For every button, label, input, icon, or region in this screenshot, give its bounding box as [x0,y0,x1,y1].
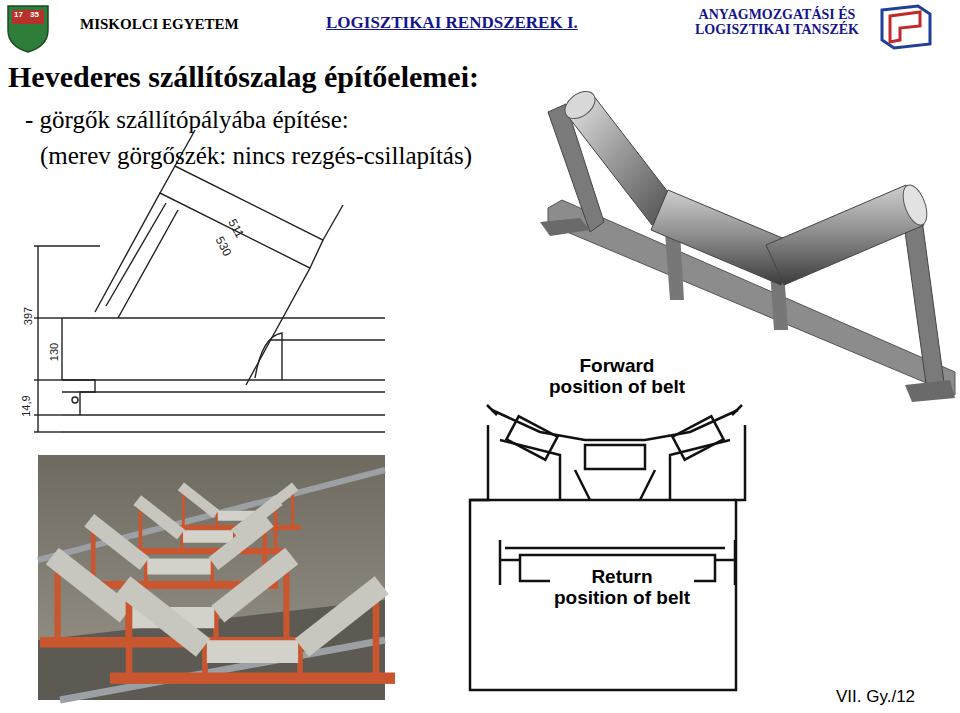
drawing-part [672,416,723,460]
drawing-part [882,6,930,48]
dimension: 530 [212,235,233,259]
schematic-label: Forward position of belt [545,355,689,399]
drawing-part [95,193,310,385]
drawing-part [72,397,78,403]
technical-drawing [34,130,385,432]
drawing-part [175,486,301,530]
drawing-part [61,318,62,380]
drawing-part [62,380,95,415]
drawing-part [540,218,590,236]
drawing-part [12,10,44,24]
drawing-part [62,379,385,380]
drawing-part [470,425,745,690]
slide-title: Hevederes szállítószalag építőelemei: [8,60,479,93]
department-logo [882,6,930,48]
course-name: LOGISZTIKAI RENDSZEREK I. [326,14,578,33]
drawing-part [506,416,557,460]
drawing-part [34,245,100,246]
drawing-part [38,455,385,700]
drawing-part [470,499,736,502]
logo-year: 17 [14,11,23,20]
drawing-part [492,410,738,440]
dimension: 511 [225,217,246,240]
bullet-note: (merev görgőszék: nincs rezgés-csillapít… [40,142,472,170]
drawing-part [34,317,62,318]
drawing-part [766,185,924,285]
drawing-part [38,470,385,560]
dimension: 130 [48,343,60,361]
university-logo [8,6,48,52]
drawing-part [34,379,62,380]
drawing-part [575,470,655,500]
drawing-part [651,190,799,285]
drawing-part [62,317,385,318]
drawing-part [585,445,645,469]
university-name: MISKOLCI EGYETEM [80,16,239,33]
drawing-part [106,203,166,306]
drawing-part [34,414,62,415]
drawing-part [560,86,600,124]
department-name: ANYAGMOZGATÁSI ÉS LOGISZTIKAI TANSZÉK [672,7,882,38]
drawing-part [505,547,725,550]
page-number: VII. Gy./12 [836,688,915,707]
drawing-part [905,380,955,402]
drawing-part [160,166,323,268]
dimension: 397 [22,307,34,325]
photo [38,455,395,700]
drawing-part [34,431,62,432]
drawing-part [898,182,931,228]
schematic-label: Return position of belt [550,566,694,610]
bullet-text: - görgők szállítópályába építése: [25,106,349,134]
drawing-part [255,333,282,380]
drawing-part [890,12,920,42]
drawing-part [323,205,343,240]
idler-schematic [470,405,745,690]
drawing-part [732,405,742,415]
drawing-part [487,405,497,415]
drawing-part [110,585,395,684]
idler-3d [540,86,955,402]
drawing-part [62,391,385,392]
dimension: 14,9 [20,395,32,416]
drawing-part [62,414,385,415]
drawing-part [8,6,48,52]
drawing-part [62,431,385,432]
logo-year: 35 [30,11,39,20]
drawing-part [37,246,38,432]
drawing-part [118,210,178,318]
drawing-part [270,339,385,340]
